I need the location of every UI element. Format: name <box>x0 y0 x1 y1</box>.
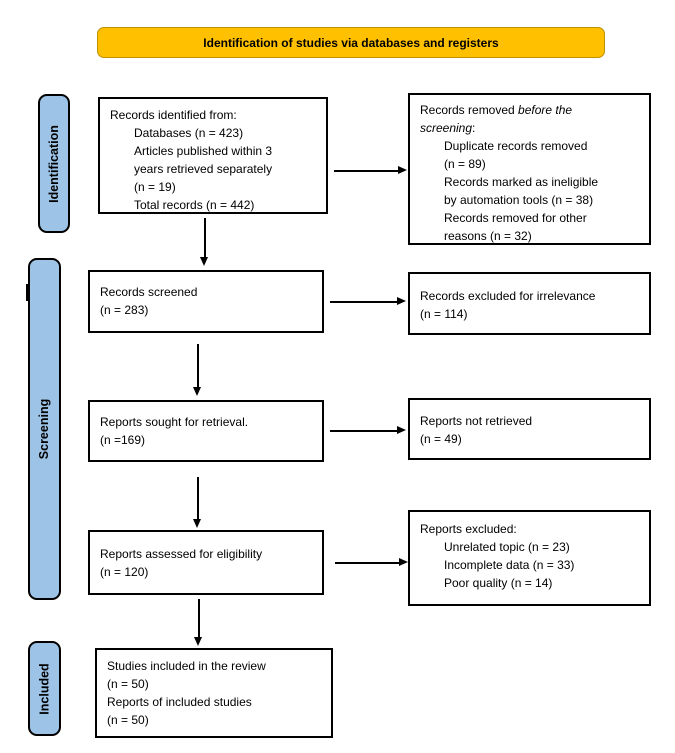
stage-bar-identification: Identification <box>38 94 70 233</box>
box-line: screening: <box>420 121 476 135</box>
box-line: Total records (n = 442) <box>134 198 255 212</box>
box-line: Reports excluded: <box>420 522 517 536</box>
arrow-assessed-to-included <box>195 599 202 646</box>
arrow-assessed-to-excluded <box>335 559 408 566</box>
title-banner-label: Identification of studies via databases … <box>203 35 499 50</box>
box-line: Records removed for other <box>444 211 587 225</box>
arrow-identified-to-screened <box>201 218 208 266</box>
box-line: Articles published within 3 <box>134 144 273 158</box>
box-reports-sought: Reports sought for retrieval. (n =169) <box>88 400 324 462</box>
box-line: Records removed before the <box>420 103 573 117</box>
box-line: Incomplete data (n = 33) <box>444 558 575 572</box>
box-line: years retrieved separately <box>134 162 273 176</box>
box-line: Records marked as ineligible <box>444 175 599 189</box>
box-reports-assessed: Reports assessed for eligibility (n = 12… <box>88 530 324 595</box>
box-line: Reports not retrieved <box>420 414 533 428</box>
box-studies-included: Studies included in the review (n = 50) … <box>95 648 333 738</box>
italic-text: screening <box>420 121 473 135</box>
box-line: Reports assessed for eligibility <box>100 547 263 561</box>
box-line: (n = 114) <box>420 307 468 321</box>
arrow-sought-to-assessed <box>194 477 201 528</box>
italic-text: before the <box>518 103 573 117</box>
box-records-removed: Records removed before the screening: Du… <box>408 93 651 245</box>
box-records-screened: Records screened (n = 283) <box>88 270 324 333</box>
box-line: Records screened <box>100 285 198 299</box>
box-line: (n = 89) <box>444 157 486 171</box>
title-banner: Identification of studies via databases … <box>97 27 605 58</box>
box-line: Poor quality (n = 14) <box>444 576 553 590</box>
box-line: Duplicate records removed <box>444 139 588 153</box>
box-line: Records excluded for irrelevance <box>420 289 596 303</box>
box-line: reasons (n = 32) <box>444 229 532 243</box>
arrow-sought-to-not-retrieved <box>330 427 406 434</box>
box-line: Reports sought for retrieval. <box>100 415 249 429</box>
box-line: Unrelated topic (n = 23) <box>444 540 570 554</box>
box-line: (n = 49) <box>420 432 462 446</box>
stray-tick-mark <box>26 284 28 301</box>
arrow-screened-to-excluded <box>330 298 406 305</box>
arrow-identified-to-removed <box>334 167 407 174</box>
stage-bar-included: Included <box>28 641 61 736</box>
box-line: (n = 50) <box>107 677 149 691</box>
box-line: (n =169) <box>100 433 146 447</box>
box-line: (n = 120) <box>100 565 149 579</box>
box-line: Databases (n = 423) <box>134 126 244 140</box>
box-line: (n = 283) <box>100 303 149 317</box>
box-line: (n = 50) <box>107 713 149 727</box>
stage-label-identification: Identification <box>47 124 61 203</box>
stage-label-included: Included <box>37 662 52 715</box>
box-line: (n = 19) <box>134 180 176 194</box>
stage-label-screening: Screening <box>37 398 52 460</box>
box-reports-excluded: Reports excluded: Unrelated topic (n = 2… <box>408 510 651 606</box>
box-records-identified: Records identified from: Databases (n = … <box>98 97 328 214</box>
box-line: by automation tools (n = 38) <box>444 193 594 207</box>
box-line: Studies included in the review <box>107 659 266 673</box>
box-line: Records identified from: <box>110 108 237 122</box>
box-line: Reports of included studies <box>107 695 252 709</box>
stage-bar-screening: Screening <box>28 258 61 600</box>
arrow-screened-to-sought <box>194 344 201 396</box>
box-reports-not-retrieved: Reports not retrieved (n = 49) <box>408 398 651 460</box>
box-records-excluded: Records excluded for irrelevance (n = 11… <box>408 272 651 335</box>
